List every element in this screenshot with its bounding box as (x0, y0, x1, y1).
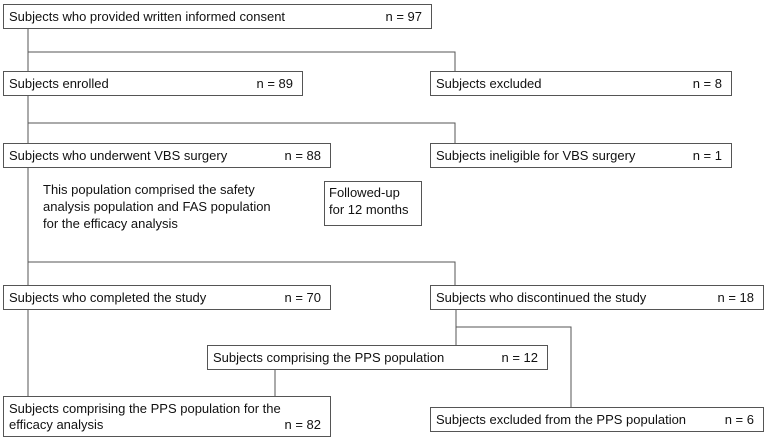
box-pps-efficacy: Subjects comprising the PPS population f… (3, 396, 331, 437)
box-pps-excluded-count: n = 6 (724, 411, 754, 427)
population-note-line-3: for the efficacy analysis (43, 216, 178, 231)
connector-vbs-split (27, 167, 456, 285)
box-enrolled: Subjects enrolled n = 89 (3, 71, 303, 96)
followup-line-1: Followed-up (329, 185, 400, 200)
box-pps-label: Subjects comprising the PPS population (213, 349, 445, 365)
box-ineligible-label: Subjects ineligible for VBS surgery (436, 147, 636, 163)
box-ineligible: Subjects ineligible for VBS surgery n = … (430, 143, 732, 168)
box-enrolled-count: n = 89 (256, 75, 293, 91)
connector-consent-split (27, 28, 456, 72)
box-excluded: Subjects excluded n = 8 (430, 71, 732, 96)
box-discontinued-label: Subjects who discontinued the study (436, 289, 647, 305)
box-consent: Subjects who provided written informed c… (3, 4, 432, 29)
population-note-line-1: This population comprised the safety (43, 182, 255, 197)
connector-discontinued-split (455, 309, 572, 431)
population-note: This population comprised the safety ana… (43, 181, 271, 232)
box-vbs-count: n = 88 (284, 147, 321, 163)
box-pps: Subjects comprising the PPS population n… (207, 345, 548, 370)
box-vbs: Subjects who underwent VBS surgery n = 8… (3, 143, 331, 168)
box-discontinued-count: n = 18 (717, 289, 754, 305)
box-completed-count: n = 70 (284, 289, 321, 305)
box-pps-excluded: Subjects excluded from the PPS populatio… (430, 407, 764, 432)
population-note-line-2: analysis population and FAS population (43, 199, 271, 214)
box-pps-excluded-label: Subjects excluded from the PPS populatio… (436, 411, 687, 427)
box-consent-label: Subjects who provided written informed c… (9, 8, 286, 24)
followup-line-2: for 12 months (329, 202, 409, 217)
box-consent-count: n = 97 (385, 8, 422, 24)
box-ineligible-count: n = 1 (692, 147, 722, 163)
box-excluded-label: Subjects excluded (436, 75, 542, 91)
box-enrolled-label: Subjects enrolled (9, 75, 109, 91)
box-vbs-label: Subjects who underwent VBS surgery (9, 147, 228, 163)
box-excluded-count: n = 8 (692, 75, 722, 91)
connector-enrolled-split (27, 96, 456, 143)
box-discontinued: Subjects who discontinued the study n = … (430, 285, 764, 310)
box-pps-efficacy-count: n = 82 (284, 417, 321, 432)
box-completed-label: Subjects who completed the study (9, 289, 207, 305)
box-pps-efficacy-label: Subjects comprising the PPS population f… (9, 401, 281, 432)
box-pps-count: n = 12 (501, 349, 538, 365)
box-completed: Subjects who completed the study n = 70 (3, 285, 331, 310)
followup-box: Followed-up for 12 months (324, 181, 422, 226)
